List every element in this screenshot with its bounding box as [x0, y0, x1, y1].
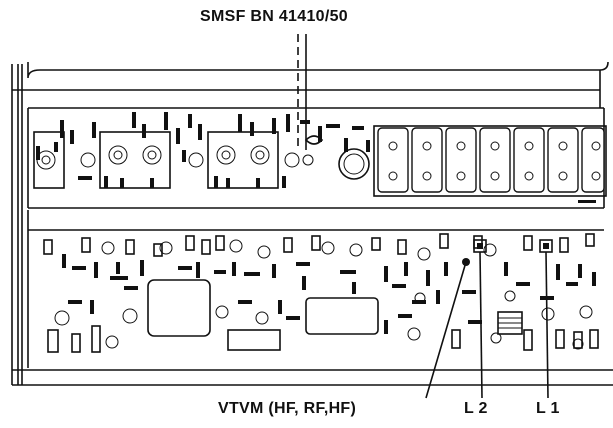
- chassis-frame: [11, 61, 613, 386]
- vtvm-label: VTVM (HF, RF,HF): [218, 400, 357, 417]
- l1-label: L 1: [536, 400, 560, 417]
- coil-compartments: [33, 112, 370, 189]
- l2-label: L 2: [464, 400, 488, 417]
- smsf-cable: [297, 34, 307, 150]
- smsf-label: SMSF BN 41410/50: [200, 8, 348, 25]
- leader-lines: [425, 251, 549, 399]
- lower-board-components: [43, 233, 599, 353]
- connector-strip: [373, 125, 607, 203]
